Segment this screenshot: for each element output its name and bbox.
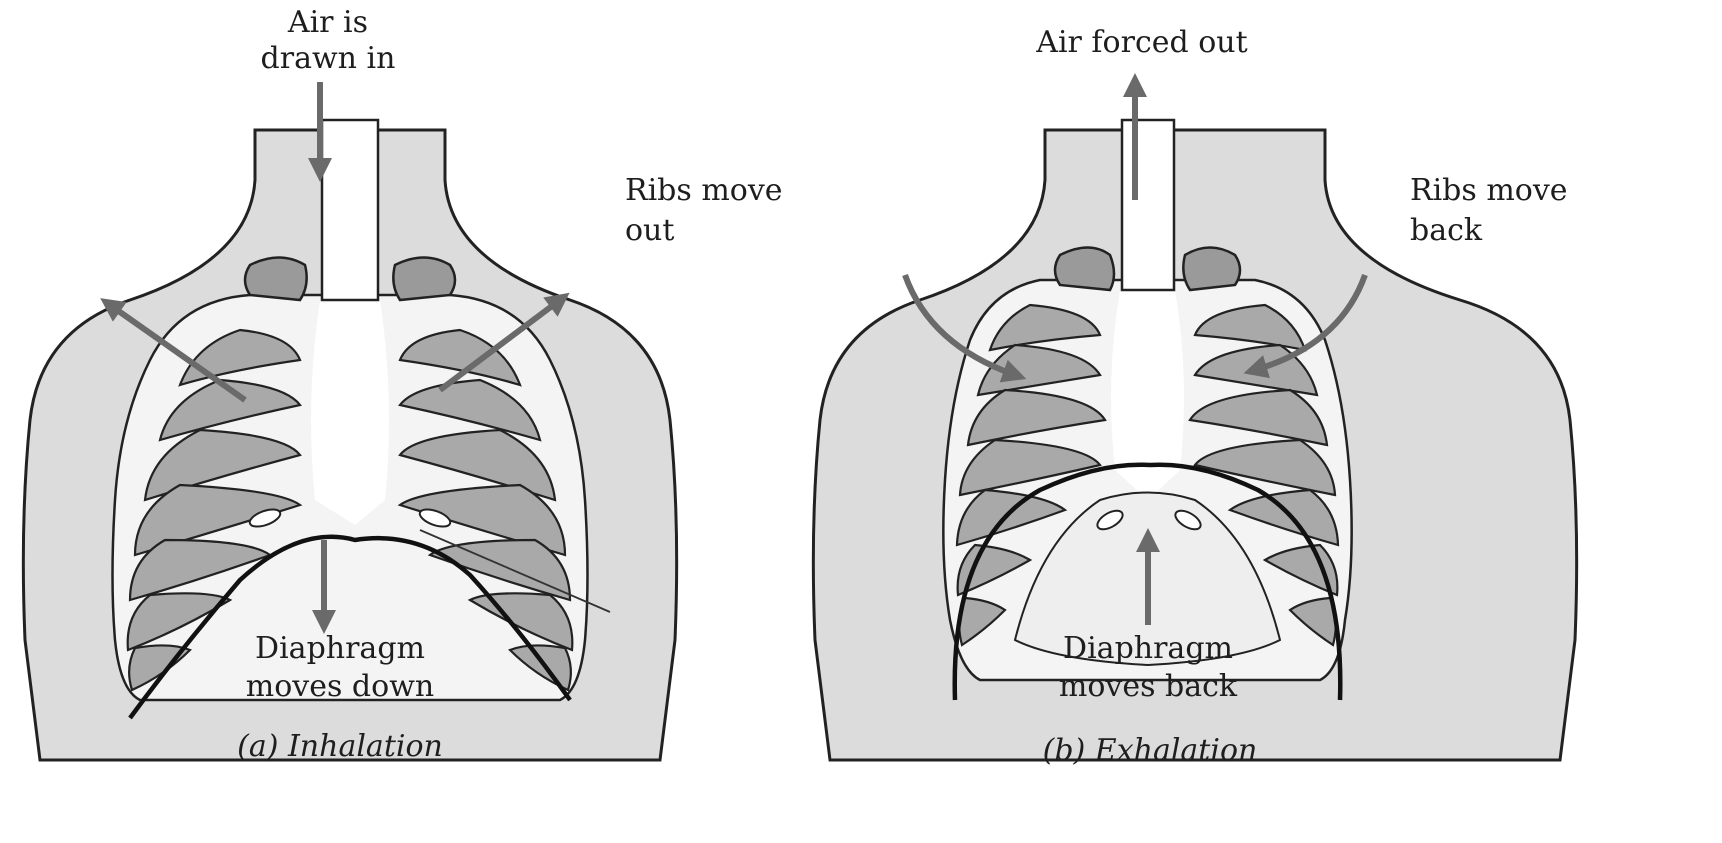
caption-inhalation: (a) Inhalation <box>237 729 443 764</box>
sternum-b <box>1111 290 1184 500</box>
sternum-a <box>311 300 389 525</box>
label-diaphragm-moves-back-1: Diaphragm <box>1063 631 1233 666</box>
label-ribs-move-out-2: out <box>625 213 674 248</box>
lung-top-left-b <box>1055 248 1114 291</box>
label-air-forced-out: Air forced out <box>1035 25 1247 60</box>
label-air-drawn-in-2: drawn in <box>261 41 396 76</box>
label-ribs-move-out-1: Ribs move <box>625 173 783 208</box>
label-air-drawn-in-1: Air is <box>287 5 368 40</box>
trachea-a <box>322 120 378 300</box>
lung-top-right-a <box>393 258 455 301</box>
panel-inhalation: Air is drawn in Ribs move out Diaphragm … <box>23 5 782 764</box>
label-diaphragm-moves-back-2: moves back <box>1059 669 1238 704</box>
caption-exhalation: (b) Exhalation <box>1043 733 1258 768</box>
label-ribs-move-back-2: back <box>1410 213 1483 248</box>
panel-exhalation: Air forced out Ribs move back Diaphragm … <box>813 25 1576 768</box>
label-ribs-move-back-1: Ribs move <box>1410 173 1568 208</box>
label-diaphragm-moves-down-1: Diaphragm <box>255 631 425 666</box>
label-diaphragm-moves-down-2: moves down <box>246 669 434 704</box>
lung-top-left-a <box>245 258 307 301</box>
trachea-b <box>1122 120 1174 290</box>
lung-top-right-b <box>1183 248 1240 291</box>
